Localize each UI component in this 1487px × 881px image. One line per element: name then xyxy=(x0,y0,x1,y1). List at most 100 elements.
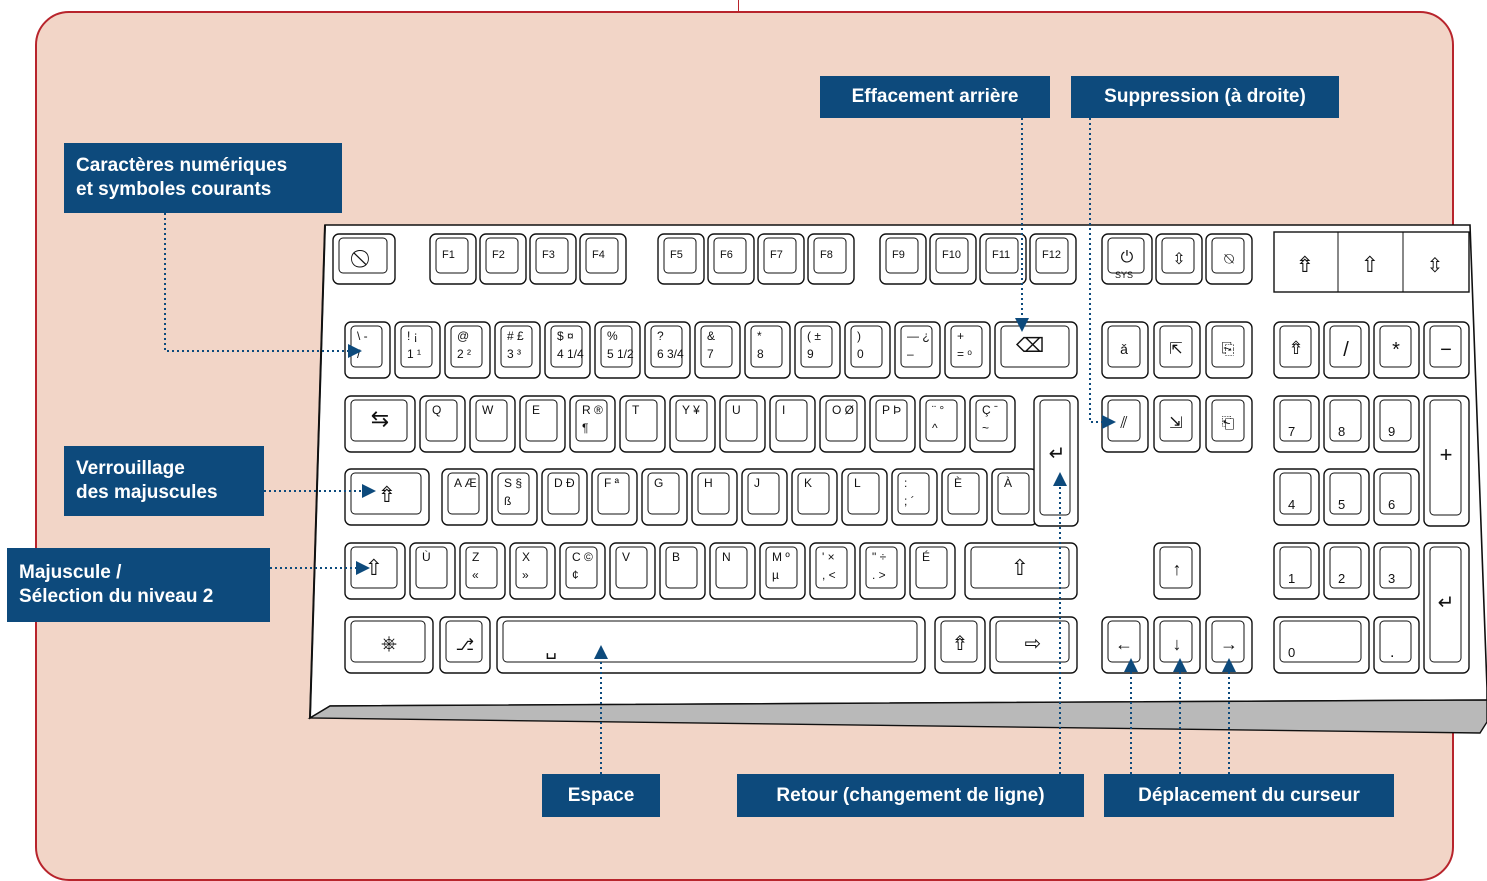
key-a-row-6[interactable]: J xyxy=(741,468,788,526)
key-a-row-2[interactable]: D Ð xyxy=(541,468,588,526)
key-number-5[interactable]: %5 1/2 xyxy=(594,321,641,379)
alt-gr-key[interactable] xyxy=(934,616,986,674)
numpad-plus-key[interactable]: + xyxy=(1423,395,1470,527)
key-z-row-9[interactable]: " ÷. > xyxy=(859,542,906,600)
key-q-row-10[interactable]: ¨ °^ xyxy=(919,395,966,453)
key-f7[interactable]: F7 xyxy=(757,233,805,285)
key-q-row-9[interactable]: P Þ xyxy=(869,395,916,453)
key-a-row-3[interactable]: F ª xyxy=(591,468,638,526)
key-number-7[interactable]: &7 xyxy=(694,321,741,379)
clear-key[interactable] xyxy=(1205,233,1253,285)
numpad-digit-0[interactable]: 0 xyxy=(1273,616,1370,674)
key-q-row-0[interactable]: Q xyxy=(419,395,466,453)
alt-cursor-key[interactable] xyxy=(439,616,491,674)
numpad-digit-3[interactable]: 3 xyxy=(1373,542,1420,600)
key-a-row-10[interactable]: È xyxy=(941,468,988,526)
key-q-row-1[interactable]: W xyxy=(469,395,516,453)
sys-request-key[interactable]: SYS⏻ xyxy=(1101,233,1153,285)
arrow-left-key[interactable] xyxy=(1101,616,1149,674)
key-f3[interactable]: F3 xyxy=(529,233,577,285)
key-q-row-2[interactable]: E xyxy=(519,395,566,453)
key-f8[interactable]: F8 xyxy=(807,233,855,285)
key-number-8[interactable]: *8 xyxy=(744,321,791,379)
key-a-row-7[interactable]: K xyxy=(791,468,838,526)
key-f5[interactable]: F5 xyxy=(657,233,705,285)
key-number-4[interactable]: $ ¤4 1/4 xyxy=(544,321,591,379)
end-key[interactable] xyxy=(1153,395,1201,453)
key-z-row-5[interactable]: B xyxy=(659,542,706,600)
key-f11[interactable]: F11 xyxy=(979,233,1027,285)
delete-key[interactable] xyxy=(1101,395,1149,453)
key-z-row-1[interactable]: Z« xyxy=(459,542,506,600)
numpad-digit-8[interactable]: 8 xyxy=(1323,395,1370,453)
key-a-row-11[interactable]: À xyxy=(991,468,1038,526)
key-z-row-7[interactable]: M ºµ xyxy=(759,542,806,600)
tab-key[interactable] xyxy=(344,395,416,453)
key-number-10[interactable]: )0 xyxy=(844,321,891,379)
key-a-row-5[interactable]: H xyxy=(691,468,738,526)
home-key[interactable] xyxy=(1153,321,1201,379)
numpad-digit-7[interactable]: 7 xyxy=(1273,395,1320,453)
numpad-decimal[interactable]: . xyxy=(1373,616,1420,674)
key-z-row-2[interactable]: X» xyxy=(509,542,556,600)
left-shift-key[interactable] xyxy=(344,542,406,600)
key-number-6[interactable]: ?6 3/4 xyxy=(644,321,691,379)
arrow-down-key[interactable] xyxy=(1153,616,1201,674)
numpad-enter-key[interactable] xyxy=(1423,542,1470,674)
key-number-3[interactable]: # £3 ³ xyxy=(494,321,541,379)
key-z-row-3[interactable]: C ©¢ xyxy=(559,542,606,600)
key-a-row-4[interactable]: G xyxy=(641,468,688,526)
key-f1[interactable]: F1 xyxy=(429,233,477,285)
insert-key[interactable] xyxy=(1101,321,1149,379)
numpad-digit-5[interactable]: 5 xyxy=(1323,468,1370,526)
key-q-row-7[interactable]: I xyxy=(769,395,816,453)
key-number-11[interactable]: — ¿– xyxy=(894,321,941,379)
arrow-up-key[interactable] xyxy=(1153,542,1201,600)
key-number-9[interactable]: ( ±9 xyxy=(794,321,841,379)
key-f6[interactable]: F6 xyxy=(707,233,755,285)
right-shift-key[interactable] xyxy=(964,542,1078,600)
key-number-2[interactable]: @2 ² xyxy=(444,321,491,379)
key-number-1[interactable]: ! ¡1 ¹ xyxy=(394,321,441,379)
key-number-0[interactable]: \ -/ xyxy=(344,321,391,379)
key-z-row-6[interactable]: N xyxy=(709,542,756,600)
numpad-op-0[interactable]: / xyxy=(1323,321,1370,379)
key-a-row-1[interactable]: S §ß xyxy=(491,468,538,526)
key-f4[interactable]: F4 xyxy=(579,233,627,285)
key-f9[interactable]: F9 xyxy=(879,233,927,285)
key-z-row-0[interactable]: Ù xyxy=(409,542,456,600)
key-q-row-6[interactable]: U xyxy=(719,395,766,453)
numpad-digit-6[interactable]: 6 xyxy=(1373,468,1420,526)
key-a-row-9[interactable]: :; ´ xyxy=(891,468,938,526)
key-q-row-11[interactable]: Ç ˉ~ xyxy=(969,395,1016,453)
enter-next-key[interactable] xyxy=(989,616,1078,674)
numpad-digit-4[interactable]: 4 xyxy=(1273,468,1320,526)
caps-lock-key[interactable] xyxy=(344,468,430,526)
key-a-row-8[interactable]: L xyxy=(841,468,888,526)
key-z-row-10[interactable]: É xyxy=(909,542,956,600)
key-z-row-8[interactable]: ' ×, < xyxy=(809,542,856,600)
attn-key[interactable] xyxy=(332,233,396,285)
key-q-row-3[interactable]: R ®¶ xyxy=(569,395,616,453)
reset-key[interactable] xyxy=(1155,233,1203,285)
key-f10[interactable]: F10 xyxy=(929,233,977,285)
numpad-digit-9[interactable]: 9 xyxy=(1373,395,1420,453)
enter-key[interactable] xyxy=(1033,395,1079,527)
numpad-digit-2[interactable]: 2 xyxy=(1323,542,1370,600)
key-f12[interactable]: F12 xyxy=(1029,233,1077,285)
key-a-row-0[interactable]: A Æ xyxy=(441,468,488,526)
numpad-caps-key[interactable] xyxy=(1273,321,1320,379)
key-f2[interactable]: F2 xyxy=(479,233,527,285)
numpad-op-1[interactable]: * xyxy=(1373,321,1420,379)
key-q-row-4[interactable]: T xyxy=(619,395,666,453)
page-up-key[interactable] xyxy=(1205,321,1253,379)
key-number-12[interactable]: += ᵒ xyxy=(944,321,991,379)
key-q-row-8[interactable]: O Ø xyxy=(819,395,866,453)
numpad-op-2[interactable]: − xyxy=(1423,321,1470,379)
key-q-row-5[interactable]: Y ¥ xyxy=(669,395,716,453)
reset-action-key[interactable] xyxy=(344,616,434,674)
numpad-digit-1[interactable]: 1 xyxy=(1273,542,1320,600)
space-bar[interactable] xyxy=(496,616,926,674)
backspace-key[interactable] xyxy=(994,321,1078,379)
page-down-key[interactable] xyxy=(1205,395,1253,453)
